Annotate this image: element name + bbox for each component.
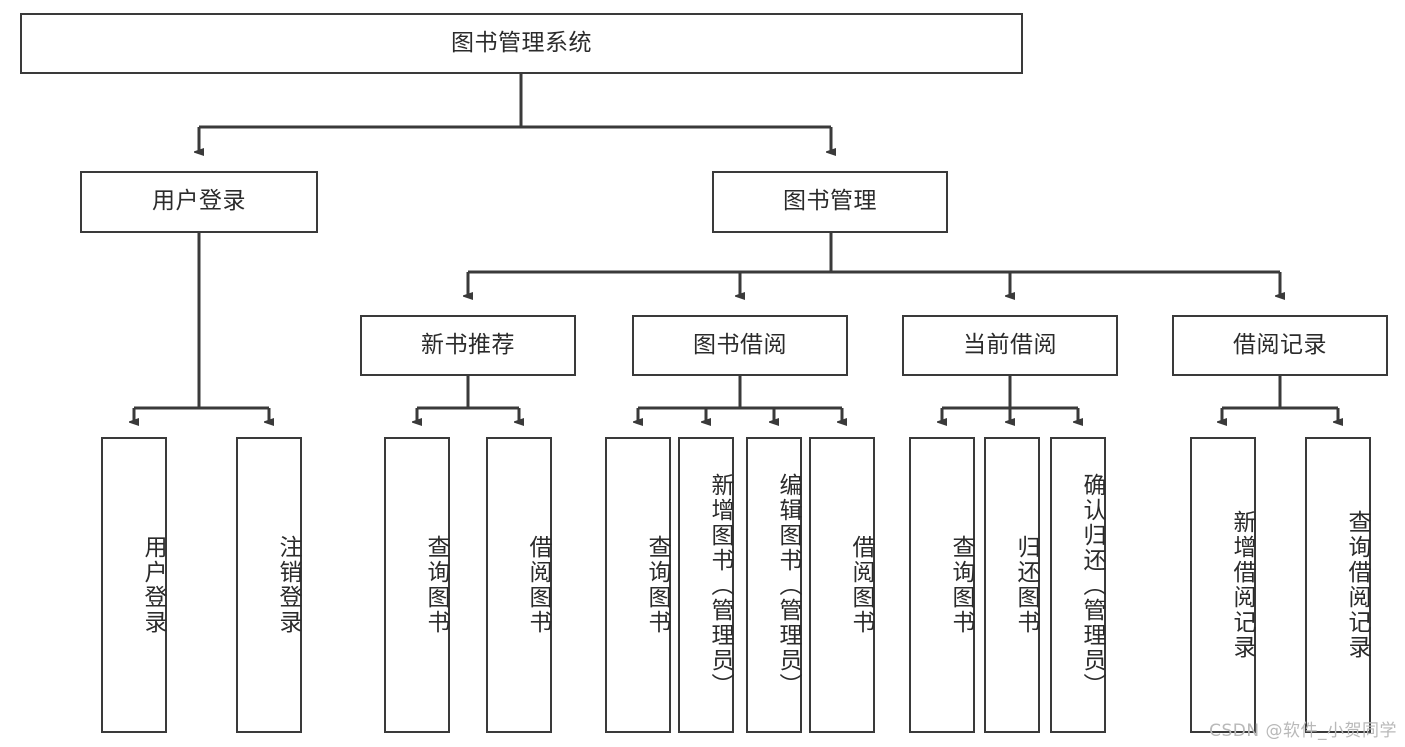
node-new-book-recommend-label: 新书推荐: [421, 331, 515, 358]
node-leaf-bookborrow-borrow-book[interactable]: 借阅图书: [809, 437, 875, 733]
node-leaf-user-login-login[interactable]: 用户登录: [101, 437, 167, 733]
node-leaf-current-query-book[interactable]: 查询图书: [909, 437, 975, 733]
node-leaf-newbook-query-book[interactable]: 查询图书: [384, 437, 450, 733]
node-leaf-label: 查询图书: [423, 535, 449, 635]
node-root-label: 图书管理系统: [451, 29, 592, 56]
node-current-borrow-label: 当前借阅: [963, 331, 1057, 358]
node-leaf-label: 查询图书: [644, 535, 670, 635]
node-leaf-label: 新增图书（管理员）: [707, 472, 733, 698]
node-book-management[interactable]: 图书管理: [712, 171, 948, 233]
node-leaf-label: 查询借阅记录: [1344, 510, 1370, 660]
node-leaf-label: 归还图书: [1013, 535, 1039, 635]
node-new-book-recommend[interactable]: 新书推荐: [360, 315, 576, 376]
node-leaf-label: 新增借阅记录: [1229, 510, 1255, 660]
node-user-login-label: 用户登录: [152, 188, 246, 215]
node-leaf-bookborrow-add-book-admin[interactable]: 新增图书（管理员）: [678, 437, 734, 733]
node-leaf-bookborrow-edit-book-admin[interactable]: 编辑图书（管理员）: [746, 437, 802, 733]
node-leaf-label: 借阅图书: [525, 535, 551, 635]
node-leaf-record-query-record[interactable]: 查询借阅记录: [1305, 437, 1371, 733]
node-leaf-record-add-record[interactable]: 新增借阅记录: [1190, 437, 1256, 733]
node-book-management-label: 图书管理: [783, 188, 877, 215]
node-leaf-label: 借阅图书: [848, 535, 874, 635]
node-user-login[interactable]: 用户登录: [80, 171, 318, 233]
node-book-borrow-label: 图书借阅: [693, 331, 787, 358]
node-leaf-label: 确认归还（管理员）: [1079, 472, 1105, 698]
node-leaf-label: 注销登录: [275, 535, 301, 635]
node-current-borrow[interactable]: 当前借阅: [902, 315, 1118, 376]
node-leaf-current-return-book[interactable]: 归还图书: [984, 437, 1040, 733]
node-leaf-label: 用户登录: [140, 535, 166, 635]
node-book-borrow[interactable]: 图书借阅: [632, 315, 848, 376]
node-leaf-user-login-logout[interactable]: 注销登录: [236, 437, 302, 733]
node-leaf-bookborrow-query-book[interactable]: 查询图书: [605, 437, 671, 733]
node-leaf-current-confirm-return-admin[interactable]: 确认归还（管理员）: [1050, 437, 1106, 733]
node-root-book-management-system[interactable]: 图书管理系统: [20, 13, 1023, 74]
node-leaf-label: 查询图书: [948, 535, 974, 635]
node-borrow-record[interactable]: 借阅记录: [1172, 315, 1388, 376]
node-leaf-newbook-borrow-book[interactable]: 借阅图书: [486, 437, 552, 733]
node-borrow-record-label: 借阅记录: [1233, 331, 1327, 358]
node-leaf-label: 编辑图书（管理员）: [775, 472, 801, 698]
